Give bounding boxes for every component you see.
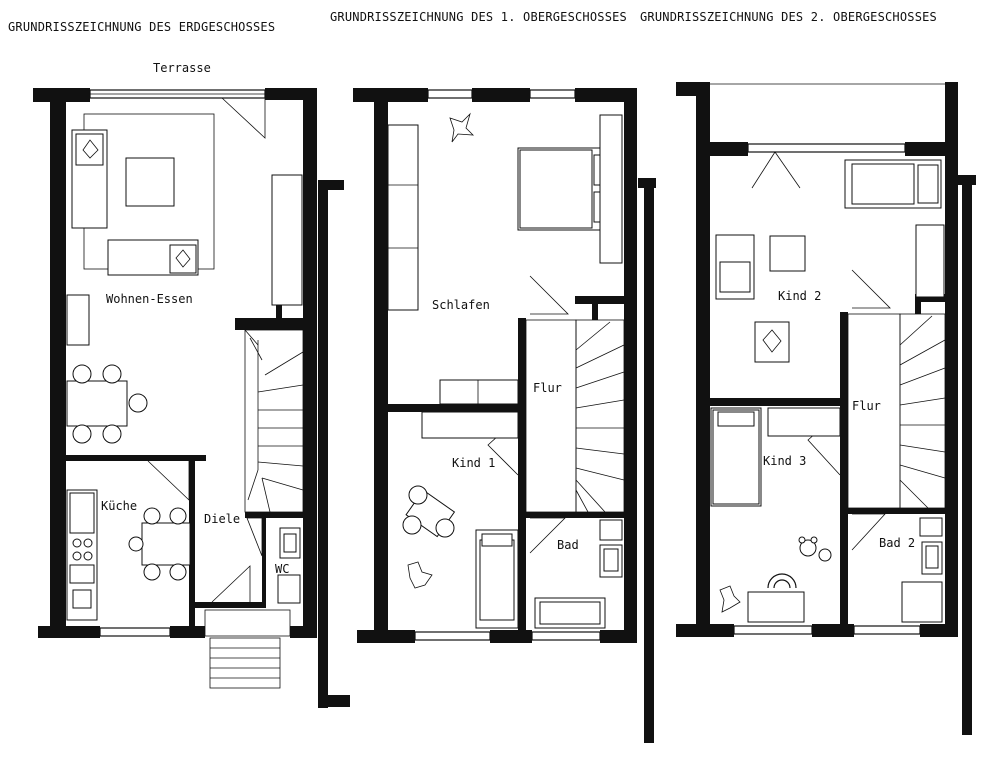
second-floor-plan: Kind 2 Flur Kind 3 Bad 2 [676,82,976,735]
first-floor-plan: Schlafen Flur Kind 1 Bad [353,88,656,743]
title-first-floor: GRUNDRISSZEICHNUNG DES 1. OBERGESCHOSSES [330,10,627,24]
label-living-dining: Wohnen-Essen [106,292,193,306]
label-kitchen: Küche [101,499,137,513]
label-child2: Kind 2 [778,289,821,303]
label-bath: Bad [557,538,579,552]
title-second-floor: GRUNDRISSZEICHNUNG DES 2. OBERGESCHOSSES [640,10,937,24]
label-terrace: Terrasse [153,61,211,75]
label-corridor-second: Flur [852,399,881,413]
label-corridor-first: Flur [533,381,562,395]
label-bedroom: Schlafen [432,298,490,312]
label-child1: Kind 1 [452,456,495,470]
label-wc: WC [275,562,289,576]
label-hall: Diele [204,512,240,526]
label-child3: Kind 3 [763,454,806,468]
ground-floor-plan: Terrasse Wohnen-Essen Küche Diele WC [33,61,350,708]
label-bath2: Bad 2 [879,536,915,550]
title-ground-floor: GRUNDRISSZEICHNUNG DES ERDGESCHOSSES [8,20,275,34]
